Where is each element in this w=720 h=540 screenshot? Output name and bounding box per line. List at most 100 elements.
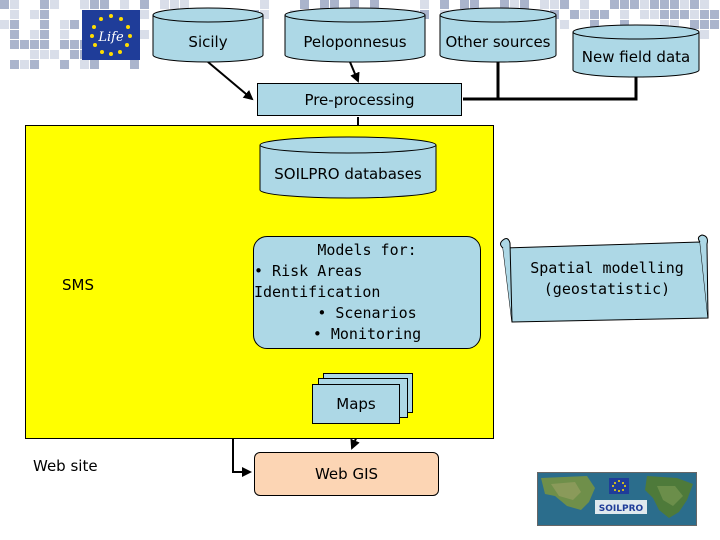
mosaic-tile bbox=[180, 0, 189, 9]
mosaic-tile bbox=[650, 0, 659, 9]
mosaic-tile bbox=[440, 0, 449, 9]
sicily-cylinder bbox=[152, 7, 264, 63]
mosaic-tile bbox=[160, 0, 169, 9]
mosaic-tile bbox=[60, 20, 69, 29]
models-item-risk: • Risk Areas Identification bbox=[254, 262, 381, 301]
life-logo-text: Life bbox=[97, 30, 124, 45]
mosaic-tile bbox=[30, 20, 39, 29]
mosaic-tile bbox=[90, 60, 99, 69]
mosaic-tile bbox=[60, 40, 69, 49]
mosaic-tile bbox=[690, 10, 699, 19]
mosaic-tile bbox=[700, 20, 709, 29]
mosaic-tile bbox=[10, 0, 19, 9]
mosaic-tile bbox=[500, 0, 509, 9]
mosaic-tile bbox=[70, 10, 79, 19]
mosaic-tile bbox=[370, 0, 379, 9]
mosaic-tile bbox=[20, 50, 29, 59]
mosaic-tile bbox=[280, 10, 289, 19]
soilpro-map-logo-icon: SOILPRO bbox=[537, 472, 697, 526]
mosaic-tile bbox=[510, 0, 519, 9]
databases-label: SOILPRO databases bbox=[274, 165, 422, 183]
mosaic-tile bbox=[660, 20, 669, 29]
sicily-label: Sicily bbox=[188, 33, 228, 51]
mosaic-tile bbox=[40, 10, 49, 19]
models-item-scenarios: • Scenarios bbox=[317, 304, 417, 322]
mosaic-tile bbox=[630, 0, 639, 9]
mosaic-tile bbox=[430, 10, 439, 19]
mosaic-tile bbox=[190, 0, 199, 9]
website-label: Web site bbox=[33, 457, 98, 475]
mosaic-tile bbox=[700, 0, 709, 9]
mosaic-tile bbox=[580, 20, 589, 29]
peloponnesus-to-preprocessing-arrow bbox=[349, 61, 360, 83]
mosaic-tile bbox=[300, 0, 309, 9]
mosaic-tile bbox=[620, 0, 629, 9]
mosaic-tile bbox=[680, 0, 689, 9]
mosaic-tile bbox=[70, 20, 79, 29]
mosaic-tile bbox=[710, 0, 719, 9]
mosaic-tile bbox=[40, 0, 49, 9]
mosaic-tile bbox=[610, 20, 619, 29]
mosaic-tile bbox=[10, 40, 19, 49]
preprocessing-box: Pre-processing bbox=[257, 83, 462, 116]
new-field-data-label: New field data bbox=[581, 48, 691, 66]
mosaic-tile bbox=[0, 50, 9, 59]
mosaic-tile bbox=[680, 20, 689, 29]
mosaic-tile bbox=[560, 20, 569, 29]
mosaic-tile bbox=[140, 30, 149, 39]
mosaic-tile bbox=[590, 20, 599, 29]
mosaic-tile bbox=[110, 0, 119, 9]
mosaic-tile bbox=[120, 60, 129, 69]
mosaic-tile bbox=[680, 10, 689, 19]
webgis-box: Web GIS bbox=[254, 452, 439, 496]
mosaic-tile bbox=[690, 0, 699, 9]
other-sources-cylinder bbox=[439, 7, 557, 63]
mosaic-tile bbox=[670, 10, 679, 19]
mosaic-tile bbox=[620, 10, 629, 19]
mosaic-tile bbox=[420, 0, 429, 9]
mosaic-tile bbox=[570, 0, 579, 9]
mosaic-tile bbox=[40, 20, 49, 29]
mosaic-tile bbox=[260, 10, 269, 19]
mosaic-tile bbox=[60, 60, 69, 69]
mosaic-tile bbox=[710, 10, 719, 19]
mosaic-tile bbox=[560, 0, 569, 9]
sicily-to-preprocessing-arrow bbox=[207, 61, 254, 101]
models-title: Models for: bbox=[317, 241, 417, 259]
peloponnesus-cylinder bbox=[284, 7, 426, 63]
mosaic-tile bbox=[660, 10, 669, 19]
mosaic-tile bbox=[690, 20, 699, 29]
spatial-line-1: Spatial modelling bbox=[530, 259, 684, 277]
soilpro-logo-text: SOILPRO bbox=[599, 504, 644, 514]
mosaic-tile bbox=[600, 20, 609, 29]
mosaic-tile bbox=[70, 0, 79, 9]
mosaic-tile bbox=[140, 10, 149, 19]
mosaic-tile bbox=[10, 30, 19, 39]
mosaic-tile bbox=[30, 10, 39, 19]
mosaic-tile bbox=[700, 30, 709, 39]
mosaic-tile bbox=[610, 0, 619, 9]
mosaic-tile bbox=[640, 0, 649, 9]
databases-cylinder bbox=[259, 136, 437, 199]
mosaic-tile bbox=[630, 10, 639, 19]
mosaic-tile bbox=[670, 0, 679, 9]
mosaic-tile bbox=[10, 60, 19, 69]
life-logo-icon: Life bbox=[82, 10, 140, 60]
mosaic-tile bbox=[40, 40, 49, 49]
mosaic-tile bbox=[20, 40, 29, 49]
mosaic-tile bbox=[140, 0, 149, 9]
mosaic-tile bbox=[70, 60, 79, 69]
mosaic-tile bbox=[640, 10, 649, 19]
mosaic-tile bbox=[10, 10, 19, 19]
mosaic-tile bbox=[350, 0, 359, 9]
mosaic-tile bbox=[570, 20, 579, 29]
mosaic-tile bbox=[10, 50, 19, 59]
mosaic-tile bbox=[50, 60, 59, 69]
other-sources-label: Other sources bbox=[445, 33, 551, 51]
mosaic-tile bbox=[140, 40, 149, 49]
spatial-modelling-text: Spatial modelling (geostatistic) bbox=[512, 258, 702, 300]
mosaic-tile bbox=[120, 0, 129, 9]
mosaic-tile bbox=[380, 0, 389, 9]
